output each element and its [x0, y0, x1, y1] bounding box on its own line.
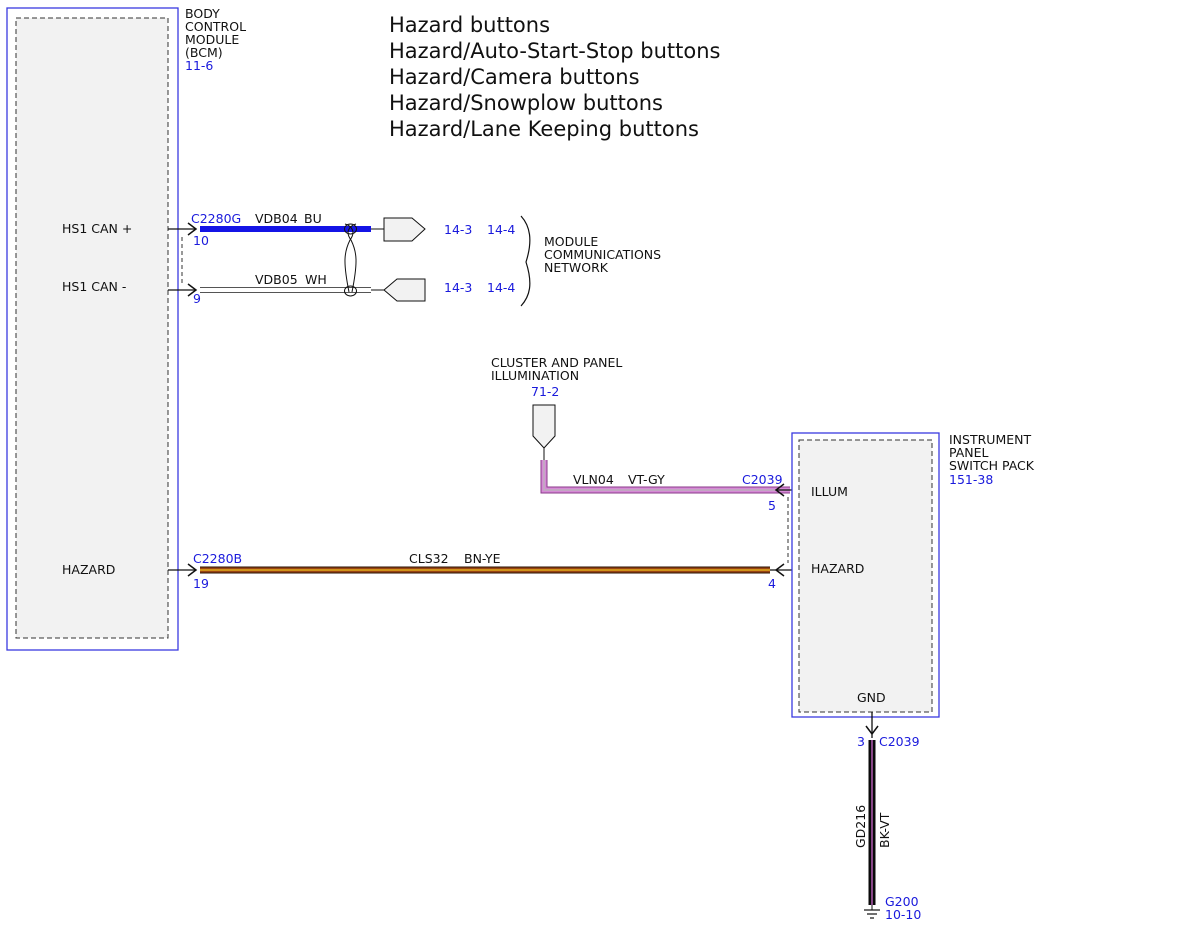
wire-cls32-circuit: CLS32: [409, 551, 449, 566]
connector-c2280g: C2280G 10 9: [168, 211, 241, 306]
network-ref-minus-2[interactable]: 14-4: [487, 280, 515, 295]
network-ref-plus-2[interactable]: 14-4: [487, 222, 515, 237]
pin-arrow-icon: [187, 222, 198, 236]
ipsp-pin-hazard: HAZARD: [811, 561, 864, 576]
network-label-line: MODULE: [544, 234, 598, 249]
wire-vdb05: VDB05 WH: [200, 272, 384, 293]
wire-vdb04-circuit: VDB04: [255, 211, 298, 226]
ipsp-pin-illum: ILLUM: [811, 484, 848, 499]
ipsp-name-line: INSTRUMENT: [949, 432, 1031, 447]
title-hazard-buttons: Hazard buttons: [389, 13, 550, 37]
wire-vln04-color-code: VT-GY: [628, 472, 665, 487]
bcm-name-line: (BCM): [185, 45, 223, 60]
illumination-ref[interactable]: 71-2: [531, 384, 559, 399]
network-group: MODULE COMMUNICATIONS NETWORK: [520, 215, 661, 307]
pin-number-4: 4: [768, 576, 776, 591]
bcm-name-line: BODY: [185, 6, 220, 21]
connector-c2039-label[interactable]: C2039: [742, 472, 783, 487]
wire-vln04: VLN04 VT-GY: [540, 460, 790, 494]
ipsp-label: INSTRUMENT PANEL SWITCH PACK 151-38: [949, 432, 1035, 487]
connector-c2039-gnd-label[interactable]: C2039: [879, 734, 920, 749]
bcm-module[interactable]: HS1 CAN + HS1 CAN - HAZARD: [6, 7, 179, 651]
pin-arrow-icon: [187, 563, 198, 577]
connector-c2039-gnd: 3 C2039: [857, 712, 920, 749]
bcm-pin-hazard: HAZARD: [62, 562, 115, 577]
connector-c2280b: C2280B 19: [168, 551, 242, 591]
wire-vdb05-circuit: VDB05: [255, 272, 298, 287]
continuation-arrows: 14-3 14-4 14-3 14-4: [383, 217, 515, 302]
pin-arrow-icon: [865, 725, 879, 736]
twisted-pair-icon: [344, 223, 357, 297]
pin-number-19: 19: [193, 576, 209, 591]
ground-icon: [864, 909, 880, 919]
pin-number-5: 5: [768, 498, 776, 513]
pin-number-9: 9: [193, 291, 201, 306]
connector-c2280g-label[interactable]: C2280G: [191, 211, 241, 226]
wire-cls32: CLS32 BN-YE: [200, 551, 770, 574]
connector-c2280b-label[interactable]: C2280B: [193, 551, 242, 566]
network-label-line: NETWORK: [544, 260, 609, 275]
illumination-source: CLUSTER AND PANEL ILLUMINATION 71-2: [491, 355, 622, 460]
title-auto-start-stop: Hazard/Auto-Start-Stop buttons: [389, 39, 720, 63]
title-camera: Hazard/Camera buttons: [389, 65, 640, 89]
network-ref-plus-1[interactable]: 14-3: [444, 222, 472, 237]
wire-vdb04: VDB04 BU: [200, 211, 384, 232]
ground-g200-label[interactable]: G200: [885, 894, 919, 909]
pin-arrow-icon: [774, 483, 785, 497]
bcm-label: BODY CONTROL MODULE (BCM) 11-6: [185, 6, 246, 73]
ipsp-pin-gnd: GND: [857, 690, 886, 705]
illumination-arrow-icon[interactable]: [532, 404, 556, 449]
pin-number-10: 10: [193, 233, 209, 248]
brace-icon: [520, 215, 531, 307]
bcm-name-line: MODULE: [185, 32, 239, 47]
pin-arrow-icon: [187, 283, 198, 297]
network-label-line: COMMUNICATIONS: [544, 247, 661, 262]
bcm-ref[interactable]: 11-6: [185, 58, 213, 73]
bcm-name-line: CONTROL: [185, 19, 246, 34]
pin-arrow-icon: [774, 563, 785, 577]
pin-number-3: 3: [857, 734, 865, 749]
title-snowplow: Hazard/Snowplow buttons: [389, 91, 663, 115]
ipsp-name-line: SWITCH PACK: [949, 458, 1035, 473]
wire-vln04-stripe: [543, 460, 790, 491]
bcm-pin-can-plus: HS1 CAN +: [62, 221, 132, 236]
bcm-pin-can-minus: HS1 CAN -: [62, 279, 126, 294]
illumination-label-line: CLUSTER AND PANEL: [491, 355, 622, 370]
ipsp-module[interactable]: ILLUM HAZARD GND: [791, 432, 940, 718]
ipsp-name-line: PANEL: [949, 445, 989, 460]
wire-vdb04-color-code: BU: [304, 211, 322, 226]
illumination-label-line: ILLUMINATION: [491, 368, 579, 383]
ground-g200: G200 10-10: [864, 894, 921, 922]
continuation-arrow-icon[interactable]: [383, 217, 426, 242]
wire-gd216: GD216 BK-VT: [853, 740, 892, 905]
wire-gd216-color-code: BK-VT: [877, 812, 892, 848]
ipsp-ref[interactable]: 151-38: [949, 472, 993, 487]
wire-vln04-circuit: VLN04: [573, 472, 614, 487]
wire-gd216-circuit: GD216: [853, 805, 868, 848]
ipsp-inner-box: [798, 439, 933, 713]
title-list: Hazard buttons Hazard/Auto-Start-Stop bu…: [389, 13, 720, 141]
title-lane-keeping: Hazard/Lane Keeping buttons: [389, 117, 699, 141]
wire-cls32-color-code: BN-YE: [464, 551, 501, 566]
wire-vdb05-color-code: WH: [305, 272, 327, 287]
continuation-arrow-icon[interactable]: [383, 278, 426, 302]
ground-g200-ref[interactable]: 10-10: [885, 907, 921, 922]
bcm-inner-box: [15, 17, 169, 639]
network-ref-minus-1[interactable]: 14-3: [444, 280, 472, 295]
